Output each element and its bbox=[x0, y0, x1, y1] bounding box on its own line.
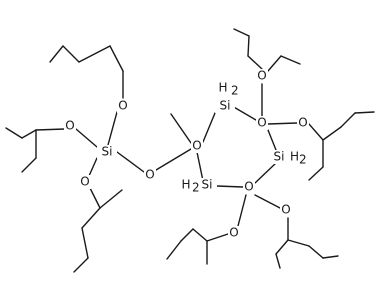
bond-line bbox=[99, 189, 123, 209]
silicon-atom: Si bbox=[97, 145, 117, 159]
hydrogen-count: 2 bbox=[231, 84, 239, 98]
svg-text:O: O bbox=[298, 116, 307, 130]
bond-line bbox=[216, 185, 244, 188]
bond-line bbox=[35, 128, 66, 131]
bond-line bbox=[73, 257, 89, 273]
bond-line bbox=[166, 240, 182, 260]
bond-line bbox=[170, 113, 192, 144]
svg-text:O: O bbox=[65, 119, 74, 133]
bond-line bbox=[107, 111, 118, 146]
bond-lines bbox=[5, 28, 375, 273]
bond-line bbox=[155, 148, 192, 171]
bond-line bbox=[89, 187, 101, 209]
bond-line bbox=[267, 122, 298, 125]
oxygen-atom: O bbox=[79, 175, 91, 189]
oxygen-atom: O bbox=[297, 116, 309, 130]
bond-line bbox=[75, 128, 98, 148]
bond-line bbox=[275, 253, 281, 269]
bond-line bbox=[206, 233, 229, 242]
bond-line bbox=[267, 129, 277, 151]
bond-line bbox=[196, 151, 204, 182]
hydrogen-count: 2 bbox=[192, 181, 200, 195]
silicon-atom: Si H 2 bbox=[181, 178, 217, 195]
bond-line bbox=[116, 151, 145, 173]
bond-line bbox=[49, 45, 64, 63]
atom-labels: O O O O O O O bbox=[64, 69, 309, 240]
silicon-atom: Si H 2 bbox=[269, 150, 307, 167]
bond-line bbox=[322, 255, 339, 259]
bond-line bbox=[88, 157, 98, 177]
svg-text:O: O bbox=[145, 168, 154, 182]
oxygen-atom: O bbox=[144, 168, 156, 182]
bond-line bbox=[21, 157, 37, 173]
bond-line bbox=[231, 105, 257, 121]
bond-line bbox=[275, 239, 289, 255]
silicon-atom: Si H 2 bbox=[215, 81, 239, 113]
bond-line bbox=[192, 228, 208, 242]
bond-line bbox=[308, 123, 324, 141]
bond-line bbox=[81, 227, 89, 259]
hydrogen-label: H bbox=[181, 178, 190, 192]
bond-line bbox=[287, 239, 310, 247]
bond-line bbox=[62, 45, 80, 63]
bond-line bbox=[340, 112, 356, 128]
oxygen-atom: O bbox=[191, 139, 203, 153]
svg-text:O: O bbox=[281, 203, 290, 217]
svg-text:O: O bbox=[80, 175, 89, 189]
bond-line bbox=[247, 55, 263, 70]
bond-line bbox=[280, 55, 301, 65]
svg-text:O: O bbox=[257, 69, 266, 83]
oxygen-atom: O bbox=[256, 116, 268, 130]
oxygen-atom: O bbox=[228, 226, 240, 240]
bond-line bbox=[308, 245, 324, 259]
oxygen-atom: O bbox=[243, 180, 255, 194]
bond-line bbox=[109, 45, 124, 72]
bond-line bbox=[233, 28, 250, 37]
bond-line bbox=[254, 162, 277, 184]
bond-line bbox=[237, 194, 247, 227]
bond-line bbox=[81, 207, 101, 229]
oxygen-atom: O bbox=[280, 203, 292, 217]
svg-text:O: O bbox=[244, 180, 253, 194]
svg-text:O: O bbox=[192, 139, 201, 153]
bond-line bbox=[78, 45, 111, 63]
bond-line bbox=[354, 111, 375, 114]
hydrogen-label: H bbox=[218, 81, 227, 95]
bond-line bbox=[202, 112, 216, 143]
bond-line bbox=[180, 228, 194, 242]
bond-line bbox=[21, 129, 37, 139]
oxygen-atom: O bbox=[117, 99, 129, 113]
svg-text:Si: Si bbox=[202, 178, 213, 192]
svg-text:O: O bbox=[229, 226, 238, 240]
hydrogen-count: 2 bbox=[299, 153, 307, 167]
bond-line bbox=[308, 166, 324, 181]
svg-text:O: O bbox=[257, 116, 266, 130]
svg-text:Si: Si bbox=[274, 150, 285, 164]
bond-line bbox=[247, 35, 250, 57]
bond-line bbox=[254, 194, 281, 209]
bond-line bbox=[5, 127, 23, 139]
svg-text:Si: Si bbox=[102, 145, 113, 159]
oxygen-atom: O bbox=[64, 119, 76, 133]
bond-line bbox=[322, 126, 342, 141]
bond-line bbox=[267, 55, 282, 72]
svg-text:Si: Si bbox=[220, 99, 231, 113]
hydrogen-label: H bbox=[290, 150, 299, 164]
oxygen-atom: O bbox=[256, 69, 268, 83]
svg-text:O: O bbox=[118, 99, 127, 113]
